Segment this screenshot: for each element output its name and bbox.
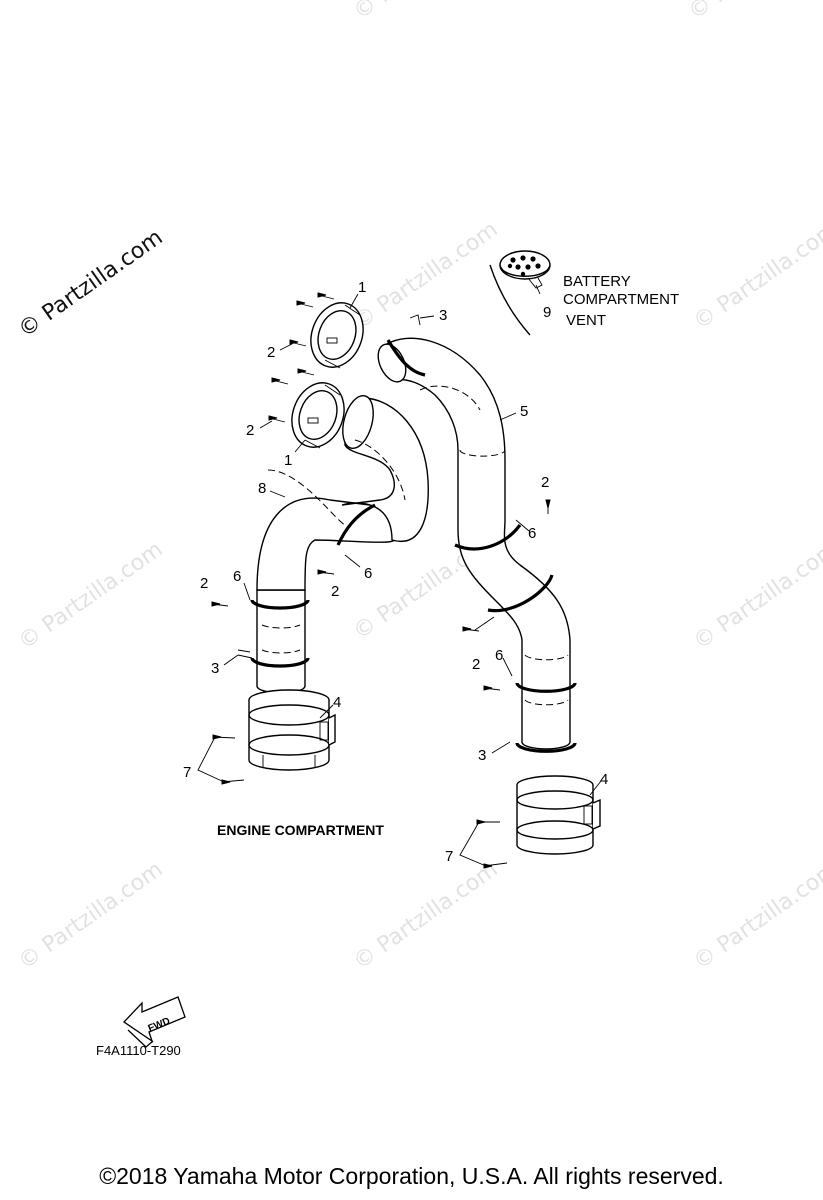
callout-3: 3 [439, 307, 447, 324]
callout-4: 4 [333, 694, 341, 711]
hose-clamp [250, 657, 310, 668]
copyright-notice: ©2018 Yamaha Motor Corporation, U.S.A. A… [99, 1163, 724, 1189]
diagram-code: F4A1110-T290 [96, 1043, 181, 1058]
callout-6: 6 [495, 647, 503, 664]
vent-label-line1: BATTERY [563, 273, 631, 290]
vent-label-line3: VENT [566, 312, 606, 329]
callout-3: 3 [478, 747, 486, 764]
callout-6: 6 [528, 525, 536, 542]
vent-label-line2: COMPARTMENT [563, 291, 679, 308]
screws [211, 292, 551, 691]
watermark-text: © Partzilla.com [14, 225, 167, 343]
hose-clamp [515, 682, 577, 693]
callout-1: 1 [284, 452, 292, 469]
hose-clamp [515, 742, 577, 753]
callout-numbers: 1 2 2 1 3 5 8 2 6 2 6 6 2 3 2 6 4 3 7 4 … [183, 279, 608, 865]
watermark-text: © Partzilla.com [14, 537, 167, 655]
engine-compartment-label: ENGINE COMPARTMENT [217, 822, 384, 838]
callout-1: 1 [358, 279, 366, 296]
battery-compartment-vent [489, 250, 551, 336]
watermark-text: © Partzilla.com [684, 0, 823, 25]
callout-6: 6 [364, 565, 372, 582]
callout-2: 2 [200, 575, 208, 592]
callout-5: 5 [520, 403, 528, 420]
watermark-text: © Partzilla.com [689, 217, 823, 335]
hose-clamp [386, 339, 426, 377]
callout-4: 4 [600, 771, 608, 788]
hose-clamp [250, 599, 310, 610]
callout-8: 8 [258, 480, 266, 497]
duct-flange-left [248, 689, 336, 771]
callout-9: 9 [543, 304, 551, 321]
callout-2: 2 [331, 583, 339, 600]
callout-7: 7 [183, 764, 191, 781]
callout-2: 2 [246, 422, 254, 439]
duct-left [237, 394, 429, 694]
fwd-arrow-icon: FWD [123, 996, 186, 1048]
watermark-text: © Partzilla.com [689, 857, 823, 975]
leader-lines [197, 284, 602, 867]
watermark-text: © Partzilla.com [349, 0, 502, 25]
duct-flange-right [516, 775, 601, 855]
hose-clamp [336, 503, 376, 546]
vent-cover-upper [310, 302, 364, 369]
watermark-text: © Partzilla.com [349, 857, 502, 975]
callout-7: 7 [445, 848, 453, 865]
watermark-text: © Partzilla.com [14, 857, 167, 975]
callout-2: 2 [541, 474, 549, 491]
callout-6: 6 [233, 568, 241, 585]
callout-2: 2 [267, 344, 275, 361]
watermark-text: © Partzilla.com [689, 537, 823, 655]
vent-label: BATTERY COMPARTMENT VENT [563, 273, 679, 329]
vent-cover-lower [291, 382, 345, 449]
callout-2: 2 [472, 656, 480, 673]
hose-clamp [454, 524, 522, 551]
callout-3: 3 [211, 660, 219, 677]
duct-right [377, 314, 577, 753]
hose-clamp [487, 574, 554, 613]
flange-screws [212, 734, 508, 869]
